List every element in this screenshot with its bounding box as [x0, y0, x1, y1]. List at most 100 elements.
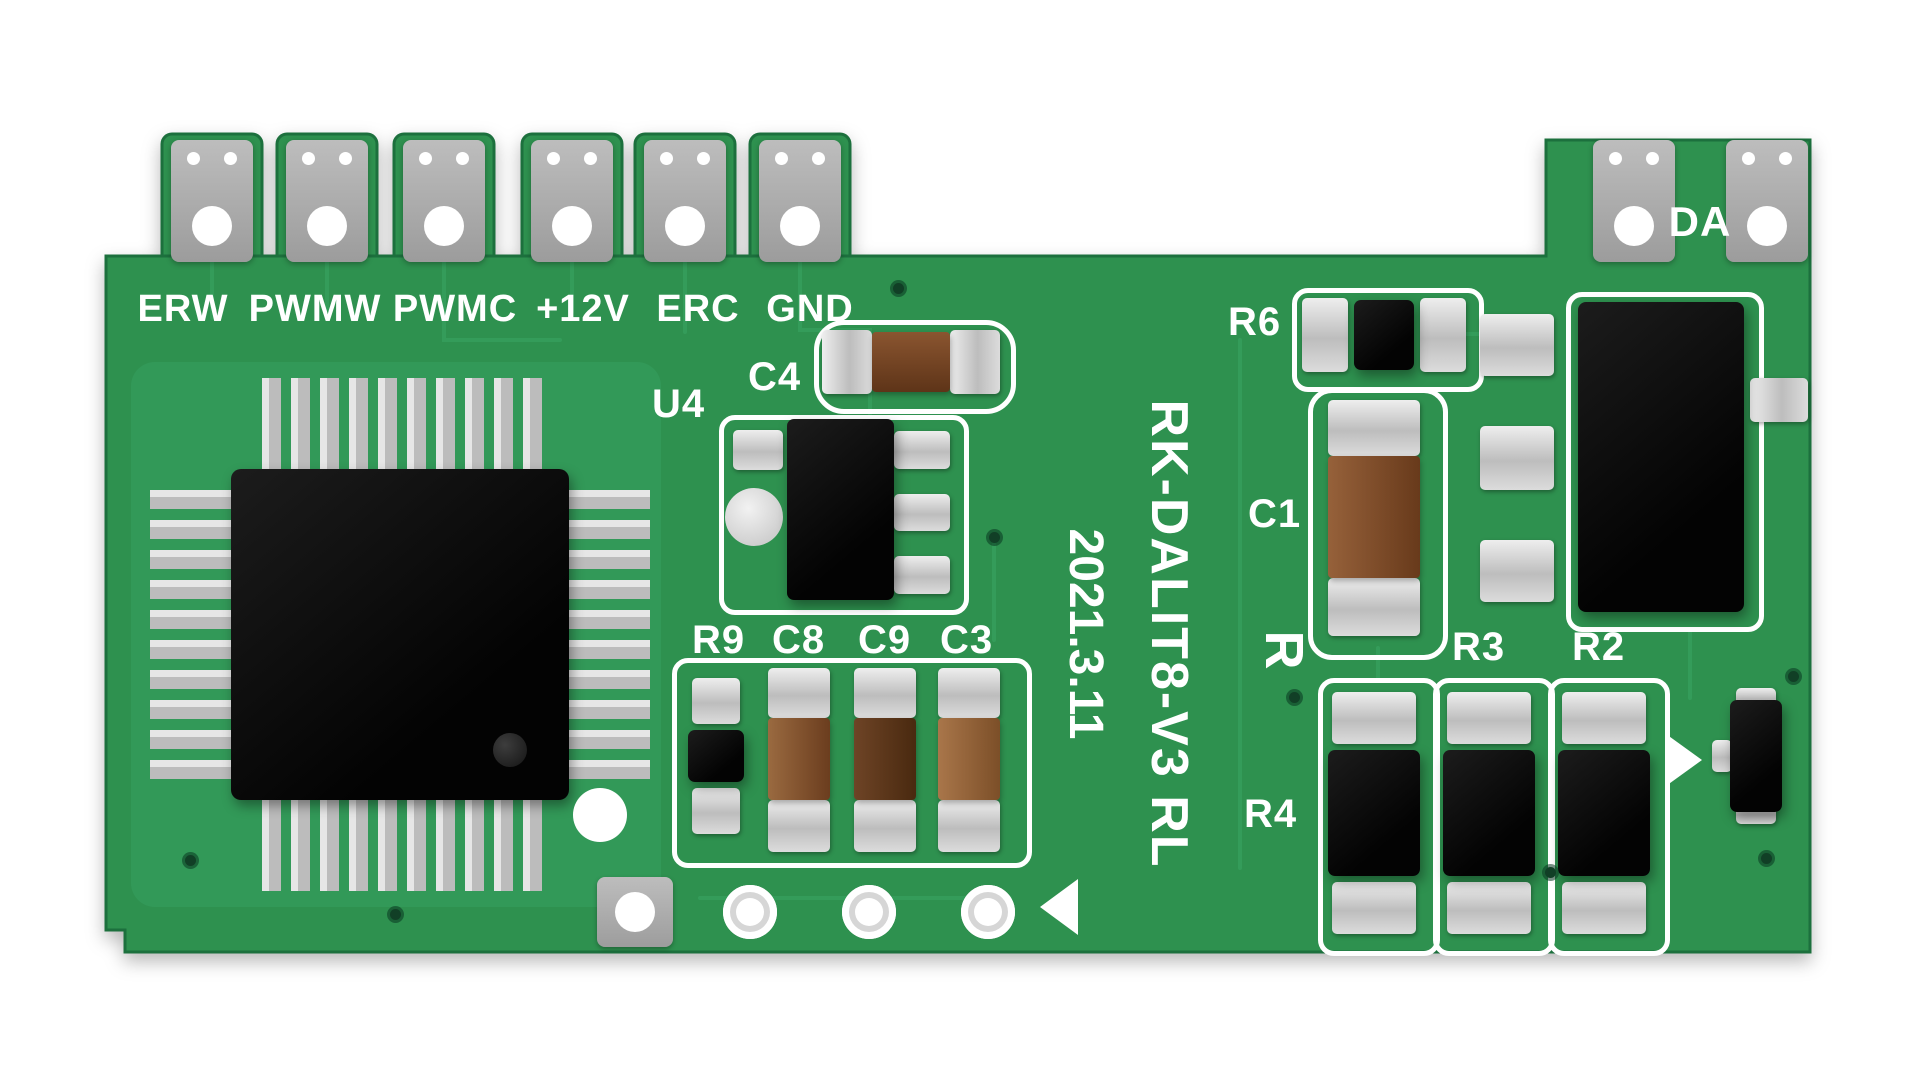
u4-ic-body	[787, 419, 894, 600]
regulator-pad	[1480, 314, 1554, 376]
c3-terminal	[938, 668, 1000, 718]
pin-label-da: DA	[1668, 198, 1732, 245]
regulator-tab-pad	[1750, 378, 1808, 422]
c3-capacitor-body	[938, 718, 1000, 800]
fiducial-dot	[573, 788, 627, 842]
terminal-pilot-hole	[456, 152, 469, 165]
r2-resistor-body	[1558, 750, 1650, 876]
r2-silkscreen-outline	[1548, 678, 1670, 956]
via	[989, 532, 1000, 543]
refdes-c8: C8	[772, 618, 826, 662]
terminal-pad-erw	[171, 140, 253, 262]
r4-terminal	[1332, 692, 1416, 744]
c3-terminal	[938, 800, 1000, 852]
regulator-ic-body	[1578, 302, 1744, 612]
terminal-hole	[424, 206, 464, 246]
terminal-hole	[192, 206, 232, 246]
c4-capacitor-body	[872, 332, 950, 392]
mounting-hole	[842, 885, 896, 939]
u4-left-pad	[733, 430, 783, 470]
r6-terminal	[1302, 298, 1348, 372]
refdes-r: R	[1254, 630, 1314, 670]
small-transistor-body	[1730, 700, 1782, 812]
refdes-r3: R3	[1452, 625, 1506, 669]
r3-terminal	[1447, 692, 1531, 744]
pin-label-pwmw: PWMW	[248, 288, 382, 330]
r3-resistor-body	[1443, 750, 1535, 876]
terminal-hole	[1614, 206, 1654, 246]
via	[1289, 692, 1300, 703]
u4-solder-blob	[725, 488, 783, 546]
terminal-pilot-hole	[1742, 152, 1755, 165]
terminal-pilot-hole	[224, 152, 237, 165]
terminal-pilot-hole	[1779, 152, 1792, 165]
r9-c8-c9-c3-silkscreen-outline	[672, 658, 1032, 868]
c9-terminal	[854, 668, 916, 718]
terminal-pad-12v	[531, 140, 613, 262]
polarity-arrow-right-icon	[1666, 734, 1702, 786]
terminal-pad-da-2	[1726, 140, 1808, 262]
terminal-hole	[1747, 206, 1787, 246]
r2-terminal	[1562, 882, 1646, 934]
terminal-pilot-hole	[812, 152, 825, 165]
terminal-pilot-hole	[547, 152, 560, 165]
terminal-pilot-hole	[1609, 152, 1622, 165]
via	[185, 855, 196, 866]
terminal-pilot-hole	[419, 152, 432, 165]
refdes-c3: C3	[940, 618, 994, 662]
terminal-hole	[665, 206, 705, 246]
silkscreen-model: RK-DALIT8-V3 RL	[1140, 399, 1198, 869]
terminal-pilot-hole	[775, 152, 788, 165]
r9-resistor-body	[688, 730, 744, 782]
c8-terminal	[768, 800, 830, 852]
c8-capacitor-body	[768, 718, 830, 800]
pin-label-erw: ERW	[137, 288, 229, 330]
polarity-arrow-left-icon	[1040, 879, 1078, 935]
u4-pad	[894, 431, 950, 469]
u4-silkscreen-outline	[719, 415, 969, 615]
u4-pad	[894, 556, 950, 594]
mounting-hole	[723, 885, 777, 939]
refdes-r9: R9	[692, 618, 746, 662]
terminal-pilot-hole	[584, 152, 597, 165]
silkscreen-date: 2021.3.11	[1059, 528, 1112, 740]
pin-label-pwmc: PWMC	[392, 288, 518, 330]
terminal-pilot-hole	[302, 152, 315, 165]
mounting-hole	[961, 885, 1015, 939]
r6-terminal	[1420, 298, 1466, 372]
c1-terminal	[1328, 400, 1420, 456]
refdes-c4: C4	[748, 355, 802, 399]
terminal-pad-da-1	[1593, 140, 1675, 262]
terminal-hole	[552, 206, 592, 246]
via	[390, 909, 401, 920]
terminal-pad-pwmw	[286, 140, 368, 262]
c4-terminal	[950, 330, 1000, 394]
terminal-pilot-hole	[697, 152, 710, 165]
mcu-pins-bottom	[262, 799, 542, 891]
refdes-r6: R6	[1228, 300, 1282, 344]
c4-terminal	[822, 330, 872, 394]
r4-resistor-body	[1328, 750, 1420, 876]
terminal-pad-erc	[644, 140, 726, 262]
r9-terminal	[692, 788, 740, 834]
pin-label-12v: +12V	[536, 288, 630, 330]
mcu-pin1-dot	[493, 733, 527, 767]
terminal-pilot-hole	[1646, 152, 1659, 165]
c9-terminal	[854, 800, 916, 852]
refdes-r2: R2	[1572, 625, 1626, 669]
c1-terminal	[1328, 578, 1420, 636]
via	[1761, 853, 1772, 864]
small-component-pad	[1712, 740, 1732, 772]
regulator-silkscreen-outline	[1566, 292, 1764, 632]
terminal-pilot-hole	[187, 152, 200, 165]
r9-terminal	[692, 678, 740, 724]
regulator-pad	[1480, 540, 1554, 602]
r4-terminal	[1332, 882, 1416, 934]
c8-terminal	[768, 668, 830, 718]
c1-silkscreen-outline	[1308, 388, 1448, 660]
r6-resistor-body	[1354, 300, 1414, 370]
terminal-pilot-hole	[660, 152, 673, 165]
square-pad-hole	[615, 892, 655, 932]
r2-terminal	[1562, 692, 1646, 744]
